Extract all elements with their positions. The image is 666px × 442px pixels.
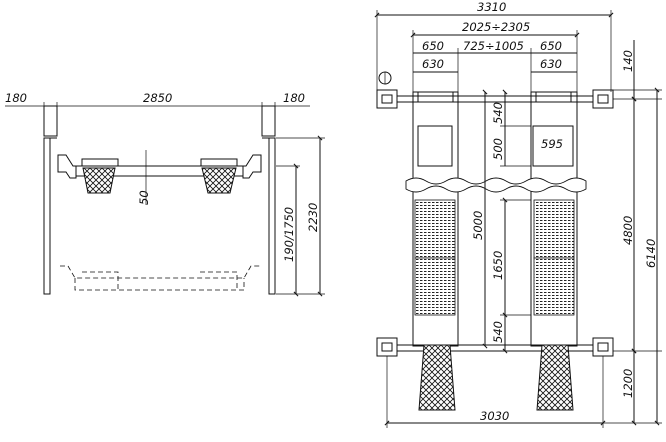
right-post (268, 137, 276, 295)
post-bottom-left (376, 337, 398, 357)
grate-left-bottom (414, 257, 456, 316)
dim-bottom-offset: 1200 (621, 369, 635, 398)
dim-post-height: 2230 (306, 203, 320, 232)
dim-overall-length: 6140 (644, 239, 658, 268)
left-post-cap (43, 105, 58, 137)
plan-view: 3310 2025÷2305 650 725÷1005 650 630 630 … (374, 0, 662, 428)
dim-plate-top: 540 (491, 102, 505, 124)
dim-base-width: 3030 (480, 409, 509, 423)
post-top-left (376, 89, 398, 109)
grate-left-top (414, 199, 456, 259)
dim-span: 2850 (143, 91, 172, 105)
ramp-right (536, 344, 574, 411)
dim-plate-bottom: 540 (491, 321, 505, 343)
left-post (43, 137, 51, 295)
dim-lift-height: 190/1750 (282, 207, 296, 262)
grate-right-top (533, 199, 575, 259)
dim-runway-length: 5000 (471, 211, 485, 240)
dim-plate-width: 595 (541, 137, 563, 151)
dim-runway-right-inner: 630 (540, 57, 562, 71)
dim-runway-step: 50 (137, 190, 151, 205)
runway-raised (75, 165, 244, 177)
front-view: 180 2850 180 50 190/1750 2 (5, 91, 325, 297)
post-bottom-right (592, 337, 614, 357)
dim-post-spacing: 4800 (621, 216, 635, 245)
ramp-left (418, 344, 456, 411)
dim-runway-gap: 725÷1005 (463, 39, 524, 53)
post-top-right (592, 89, 614, 109)
right-post-cap (261, 105, 276, 137)
turn-plate-right (532, 125, 574, 167)
dim-post-right: 180 (283, 91, 305, 105)
dim-post-left: 180 (5, 91, 27, 105)
turn-plate-left (417, 125, 453, 167)
wheel-block-right (201, 167, 237, 194)
wheel-block-left (82, 167, 116, 194)
dim-overall-width: 3310 (477, 0, 506, 14)
dim-track-range: 2025÷2305 (462, 20, 530, 34)
dim-top-offset: 140 (621, 50, 635, 72)
dim-runway-left-inner: 630 (422, 57, 444, 71)
dim-runway-left-outer: 650 (422, 39, 444, 53)
grate-right-bottom (533, 257, 575, 316)
dim-runway-right-outer: 650 (540, 39, 562, 53)
dim-grate-length: 1650 (491, 251, 505, 280)
dim-plate-length: 500 (491, 138, 505, 160)
